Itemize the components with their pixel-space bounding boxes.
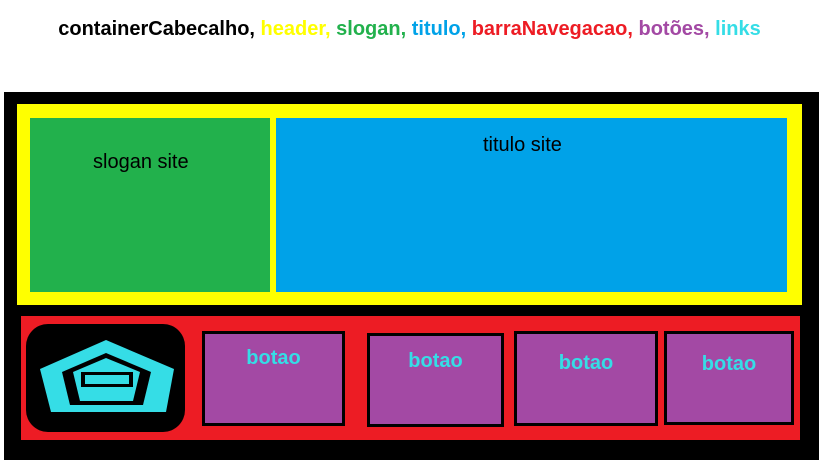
nav-button-1[interactable]: botao [202, 331, 345, 426]
nav-link-2[interactable]: botao [408, 350, 463, 372]
legend-header: header, [260, 18, 331, 40]
pentagon-logo-icon [40, 340, 174, 412]
nav-link-1[interactable]: botao [246, 347, 301, 369]
legend-slogan: slogan, [336, 18, 407, 40]
legend-container-cabecalho: containerCabecalho, [58, 18, 255, 40]
nav-button-3[interactable]: botao [514, 331, 658, 426]
titulo-label: titulo site [483, 134, 562, 156]
logo-link[interactable] [26, 324, 185, 432]
nav-button-4[interactable]: botao [664, 331, 794, 425]
legend-links: links [715, 18, 761, 40]
slogan-box: slogan site [30, 118, 270, 292]
nav-button-2[interactable]: botao [367, 333, 504, 427]
slogan-label: slogan site [93, 151, 189, 173]
legend-titulo: titulo, [411, 18, 467, 40]
nav-link-3[interactable]: botao [558, 352, 614, 374]
legend-barra-navegacao: barraNavegacao, [471, 18, 633, 40]
titulo-box: titulo site [276, 118, 787, 292]
legend-botoes: botões, [638, 18, 710, 40]
nav-link-4[interactable]: botao [701, 353, 757, 375]
color-legend: containerCabecalho, header, slogan, titu… [0, 18, 819, 41]
